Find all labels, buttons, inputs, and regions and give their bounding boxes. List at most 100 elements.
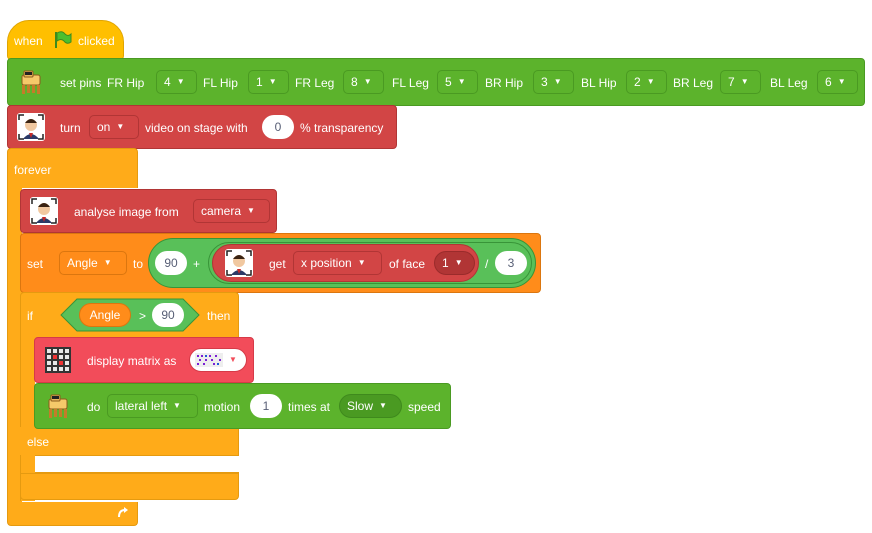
then-label: then — [207, 309, 231, 323]
do-label: do — [87, 400, 101, 414]
matrix-pattern-preview — [195, 353, 223, 367]
pin-name-br-hip: BR Hip — [485, 76, 524, 90]
speed-label: speed — [408, 400, 441, 414]
pin-dropdown-fr-leg[interactable]: 8▼ — [343, 70, 384, 94]
analyse-image-label: analyse image from — [74, 205, 179, 219]
variable-value: Angle — [67, 256, 98, 270]
motion-action-value: lateral left — [115, 399, 168, 413]
chevron-down-icon: ▼ — [837, 77, 846, 86]
pin-value-bl-leg: 6 — [825, 75, 832, 89]
greater-than-operator: > — [139, 309, 147, 323]
if-else-bottom — [20, 473, 239, 500]
display-matrix-label: display matrix as — [87, 354, 177, 368]
pin-name-fl-hip: FL Hip — [203, 76, 238, 90]
motion-label: motion — [204, 400, 241, 414]
face-index-dropdown[interactable]: 1▼ — [434, 251, 475, 275]
pin-dropdown-fr-hip[interactable]: 4▼ — [156, 70, 197, 94]
forever-block[interactable] — [7, 148, 138, 188]
plus-operator: + — [193, 257, 201, 271]
matrix-pattern-dropdown[interactable]: ▼ — [189, 348, 247, 372]
pin-name-fl-leg: FL Leg — [392, 76, 429, 90]
chevron-down-icon: ▼ — [740, 77, 749, 86]
chevron-down-icon: ▼ — [268, 77, 277, 86]
image-source-value: camera — [201, 204, 242, 218]
pin-dropdown-fl-hip[interactable]: 1▼ — [248, 70, 289, 94]
divide-operator: / — [485, 257, 489, 271]
video-state-dropdown[interactable]: on▼ — [89, 115, 139, 139]
pin-name-br-leg: BR Leg — [673, 76, 714, 90]
to-label: to — [133, 257, 144, 271]
clicked-label: clicked — [78, 34, 115, 48]
chevron-down-icon: ▼ — [116, 122, 125, 131]
pin-value-br-leg: 7 — [728, 75, 735, 89]
add-left-input[interactable]: 90 — [155, 251, 187, 275]
divisor-input[interactable]: 3 — [495, 251, 527, 275]
face-index-value: 1 — [442, 256, 449, 270]
transparency-input[interactable]: 0 — [262, 115, 294, 139]
image-source-dropdown[interactable]: camera ▼ — [193, 199, 270, 223]
green-flag-icon[interactable] — [52, 30, 72, 50]
condition-variable-value: Angle — [89, 308, 121, 322]
times-at-label: times at — [288, 400, 331, 414]
divisor-value: 3 — [507, 256, 515, 270]
forever-label: forever — [14, 163, 52, 177]
of-face-label: of face — [389, 257, 426, 271]
if-arm — [20, 336, 35, 501]
quadruped-robot-icon — [43, 391, 73, 421]
quadruped-robot-icon — [16, 67, 46, 97]
loop-arrow-icon — [116, 506, 130, 520]
turn-video-block[interactable] — [7, 105, 397, 149]
transparency-value: 0 — [274, 120, 282, 134]
chevron-down-icon: ▼ — [103, 258, 112, 267]
else-label: else — [27, 435, 50, 449]
motion-action-dropdown[interactable]: lateral left ▼ — [107, 394, 198, 418]
face-detection-icon — [224, 248, 254, 278]
pin-dropdown-br-leg[interactable]: 7▼ — [720, 70, 761, 94]
pin-name-bl-leg: BL Leg — [770, 76, 808, 90]
pin-dropdown-fl-leg[interactable]: 5▼ — [437, 70, 478, 94]
pin-value-fr-hip: 4 — [164, 75, 171, 89]
chevron-down-icon: ▼ — [454, 258, 463, 267]
motion-speed-dropdown[interactable]: Slow ▼ — [339, 394, 402, 418]
condition-value: 90 — [161, 308, 175, 322]
motion-speed-value: Slow — [347, 399, 374, 413]
chevron-down-icon: ▼ — [357, 258, 366, 267]
face-property-value: x position — [301, 256, 352, 270]
when-label: when — [14, 34, 43, 48]
add-left-value: 90 — [164, 256, 178, 270]
face-property-dropdown[interactable]: x position ▼ — [293, 251, 382, 275]
condition-variable-reporter[interactable]: Angle — [79, 303, 131, 327]
pin-dropdown-bl-leg[interactable]: 6▼ — [817, 70, 858, 94]
pin-value-fl-hip: 1 — [256, 75, 263, 89]
pin-name-fr-leg: FR Leg — [295, 76, 335, 90]
pin-dropdown-bl-hip[interactable]: 2▼ — [626, 70, 667, 94]
motion-times-input[interactable]: 1 — [250, 394, 282, 418]
forever-arm — [7, 186, 22, 506]
motion-times-value: 1 — [262, 399, 270, 413]
if-label: if — [27, 309, 33, 323]
pin-name-fr-hip: FR Hip — [107, 76, 145, 90]
pin-value-bl-hip: 2 — [634, 75, 641, 89]
chevron-down-icon: ▼ — [553, 77, 562, 86]
condition-value-input[interactable]: 90 — [152, 303, 184, 327]
chevron-down-icon: ▼ — [176, 77, 185, 86]
pin-name-bl-hip: BL Hip — [581, 76, 617, 90]
get-label: get — [269, 257, 286, 271]
pin-value-br-hip: 3 — [541, 75, 548, 89]
set-pins-label: set pins — [60, 76, 102, 90]
led-matrix-icon — [43, 345, 73, 375]
chevron-down-icon: ▼ — [173, 401, 181, 410]
turn-label: turn — [60, 121, 81, 135]
face-detection-icon — [29, 196, 59, 226]
pin-dropdown-br-hip[interactable]: 3▼ — [533, 70, 574, 94]
else-empty-slot — [35, 455, 239, 473]
video-on-stage-label: video on stage with — [145, 121, 248, 135]
chevron-down-icon: ▼ — [363, 77, 372, 86]
pin-value-fr-leg: 8 — [351, 75, 358, 89]
else-section — [20, 427, 239, 455]
set-label: set — [27, 257, 44, 271]
chevron-down-icon: ▼ — [247, 206, 255, 215]
pin-value-fl-leg: 5 — [445, 75, 452, 89]
chevron-down-icon: ▼ — [379, 401, 387, 410]
variable-dropdown[interactable]: Angle ▼ — [59, 251, 127, 275]
